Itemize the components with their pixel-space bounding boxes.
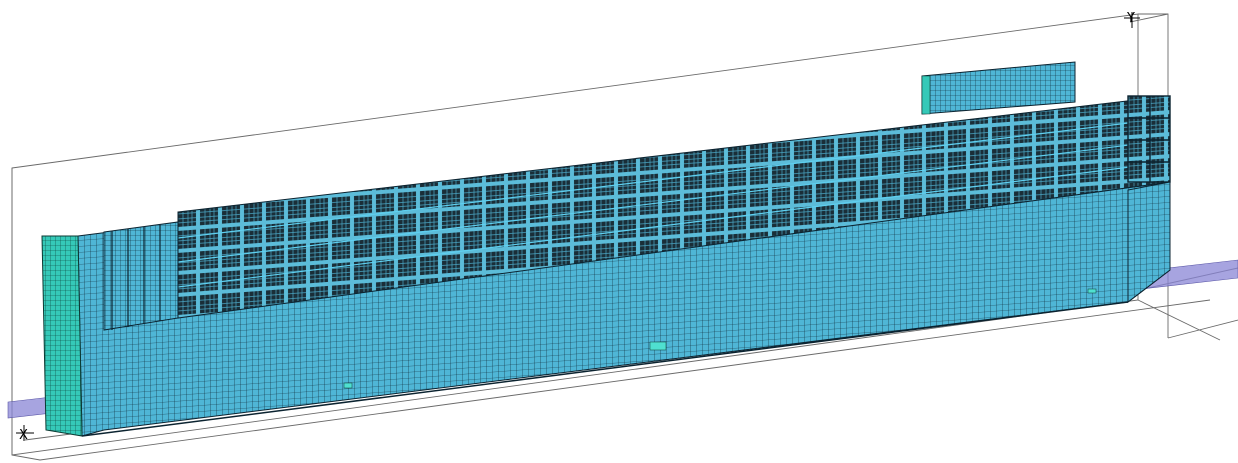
origin-triad [16, 425, 34, 441]
aft-panel-ribs [111, 225, 161, 330]
y-axis-label: Y [1126, 11, 1135, 26]
deck-lines [177, 117, 1171, 288]
aft-bulkhead-panels [103, 221, 179, 331]
forward-frame-stack [1127, 95, 1171, 183]
keel-line [81, 301, 1129, 437]
y-axis-triad [1124, 12, 1140, 28]
deckhouse-side [921, 75, 931, 115]
x-axis-label: X [19, 428, 28, 443]
highlighted-elements [343, 288, 1097, 389]
deckhouse [921, 61, 1076, 115]
transom-end-face [41, 235, 83, 437]
